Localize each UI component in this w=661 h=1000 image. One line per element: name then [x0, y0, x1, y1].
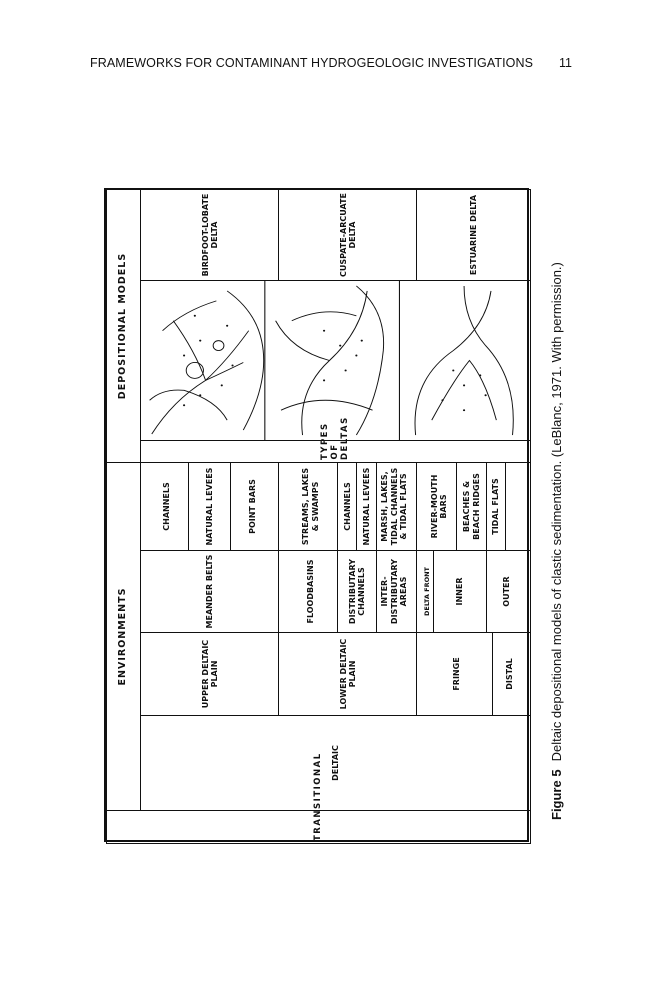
depositional-models-header: DEPOSITIONAL MODELS — [106, 189, 141, 463]
channels-2-cell: CHANNELS — [337, 463, 357, 550]
delta-maps-illustration — [149, 281, 514, 440]
lower-plain-subcell: FLOODBASINS DISTRIBUTARY CHANNELS INTER-… — [278, 550, 417, 633]
inner-cell: INNER — [433, 551, 487, 632]
environments-header: ENVIRONMENTS — [106, 462, 141, 811]
streams-lakes-swamps-cell: STREAMS, LAKES & SWAMPS — [283, 463, 338, 550]
outer-cell: OUTER — [501, 576, 511, 607]
river-mouth-bars-cell: RIVER-MOUTH BARS — [421, 463, 457, 550]
birdfoot-map — [149, 290, 265, 435]
delta-front-subcell: DELTA FRONT INNER OUTER — [416, 550, 531, 633]
fringe-facies-table: RIVER-MOUTH BARS BEACHES & BEACH RIDGES … — [421, 463, 526, 550]
cuspate-arcuate-cell: CUSPATE-ARCUATE DELTA — [278, 189, 417, 281]
birdfoot-lobate-cell: BIRDFOOT-LOBATE DELTA — [140, 189, 279, 281]
natural-levees-2-cell: NATURAL LEVEES — [356, 463, 377, 550]
running-header: FRAMEWORKS FOR CONTAMINANT HYDROGEOLOGIC… — [90, 56, 572, 72]
fringe-distal-subcell: FRINGE DISTAL — [416, 632, 531, 716]
header-title: FRAMEWORKS FOR CONTAMINANT HYDROGEOLOGIC… — [90, 56, 534, 70]
point-bars-cell: POINT BARS — [247, 479, 257, 534]
estuarine-map — [414, 285, 514, 436]
figure-5: TRANSITIONAL ENVIRONMENTS DEPOSITIONAL M… — [104, 188, 531, 844]
distal-cell: DISTAL — [505, 658, 515, 690]
distributary-channels-cell: DISTRIBUTARY CHANNELS — [337, 551, 377, 632]
lower-facies-table: STREAMS, LAKES & SWAMPS CHANNELS NATURAL… — [283, 463, 412, 550]
meander-belts-cell: MEANDER BELTS — [140, 550, 279, 633]
delta-front-table: DELTA FRONT INNER OUTER — [421, 551, 526, 632]
empty-facies-cell — [505, 463, 526, 550]
figure-table-rotated: TRANSITIONAL ENVIRONMENTS DEPOSITIONAL M… — [106, 189, 531, 844]
tidal-flats-cell: TIDAL FLATS — [486, 463, 506, 550]
estuarine-delta-cell: ESTUARINE DELTA — [416, 189, 531, 281]
upper-deltaic-plain-cell: UPPER DELTAIC PLAIN — [140, 632, 279, 716]
fringe-cell: FRINGE — [421, 633, 493, 715]
lower-facies: STREAMS, LAKES & SWAMPS CHANNELS NATURAL… — [278, 462, 417, 551]
upper-facies: CHANNELS NATURAL LEVEES POINT BARS — [140, 462, 279, 551]
deltaic-environments-table: TRANSITIONAL ENVIRONMENTS DEPOSITIONAL M… — [106, 189, 531, 844]
upper-facies-table: CHANNELS NATURAL LEVEES POINT BARS — [145, 463, 274, 550]
marsh-lakes-cell: MARSH, LAKES, TIDAL CHANNELS & TIDAL FLA… — [380, 467, 408, 546]
cuspate-map — [275, 285, 385, 436]
lower-plain-table: FLOODBASINS DISTRIBUTARY CHANNELS INTER-… — [283, 551, 412, 632]
caption-label: Figure 5 — [549, 769, 564, 820]
fringe-facies: RIVER-MOUTH BARS BEACHES & BEACH RIDGES … — [416, 462, 531, 551]
floodbasins-cell: FLOODBASINS — [283, 551, 338, 632]
types-of-deltas-label: TYPES OF DELTAS — [140, 416, 531, 463]
caption-text: Deltaic depositional models of clastic s… — [549, 262, 564, 762]
channels-cell: CHANNELS — [145, 463, 189, 550]
deltaic-cell: DELTAIC — [140, 715, 531, 811]
beaches-cell: BEACHES & BEACH RIDGES — [456, 463, 487, 550]
delta-front-label: DELTA FRONT — [421, 551, 434, 632]
figure-caption: Figure 5 Deltaic depositional models of c… — [549, 260, 569, 820]
natural-levees-cell: NATURAL LEVEES — [188, 463, 231, 550]
transitional-label: TRANSITIONAL — [106, 752, 531, 844]
fringe-distal-table: FRINGE DISTAL — [421, 633, 526, 715]
delta-maps-cell — [140, 280, 531, 441]
lower-deltaic-plain-cell: LOWER DELTAIC PLAIN — [278, 632, 417, 716]
interdistributary-areas-cell: INTER-DISTRIBUTARY AREAS — [380, 558, 408, 625]
page-number: 11 — [559, 56, 572, 70]
